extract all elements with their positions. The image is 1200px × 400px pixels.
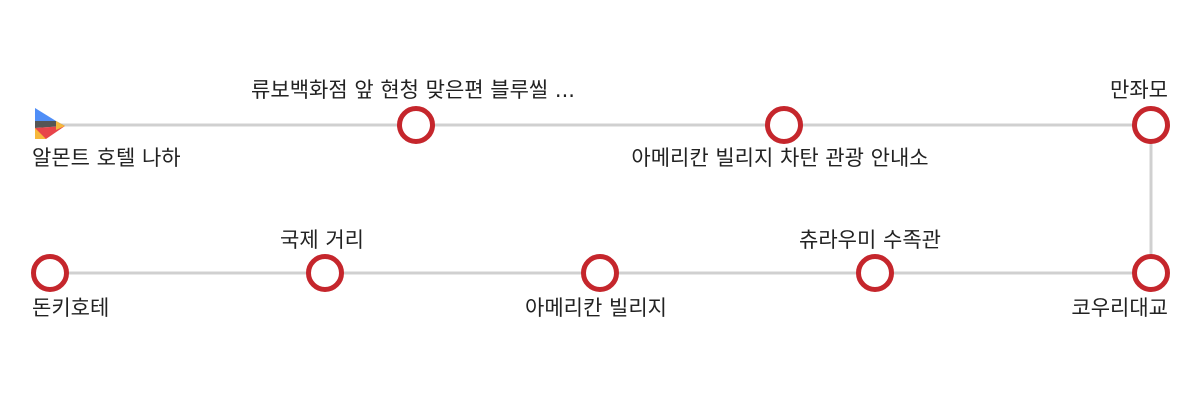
play-store-icon bbox=[35, 108, 65, 139]
stop-label-4: 만좌모 bbox=[1110, 78, 1168, 102]
stop-label-3: 아메리칸 빌리지 차탄 관광 안내소 bbox=[631, 146, 929, 170]
stop-label-2: 류보백화점 앞 현청 맞은편 블루씰 ... bbox=[251, 78, 575, 102]
stop-label-5: 코우리대교 bbox=[1071, 296, 1168, 320]
stop-marker-8[interactable] bbox=[306, 254, 344, 292]
stop-marker-7[interactable] bbox=[581, 254, 619, 292]
stop-label-6: 츄라우미 수족관 bbox=[799, 228, 941, 252]
stop-marker-9[interactable] bbox=[31, 254, 69, 292]
stop-label-7: 아메리칸 빌리지 bbox=[525, 296, 667, 320]
stop-label-1: 알몬트 호텔 나하 bbox=[32, 146, 181, 170]
stop-marker-3[interactable] bbox=[765, 106, 803, 144]
stop-marker-2[interactable] bbox=[397, 106, 435, 144]
stop-label-9: 돈키호테 bbox=[32, 296, 110, 320]
route-line bbox=[50, 123, 1153, 275]
stop-label-8: 국제 거리 bbox=[280, 228, 364, 252]
stop-marker-4[interactable] bbox=[1132, 106, 1170, 144]
stop-marker-5[interactable] bbox=[1132, 254, 1170, 292]
stop-marker-6[interactable] bbox=[856, 254, 894, 292]
